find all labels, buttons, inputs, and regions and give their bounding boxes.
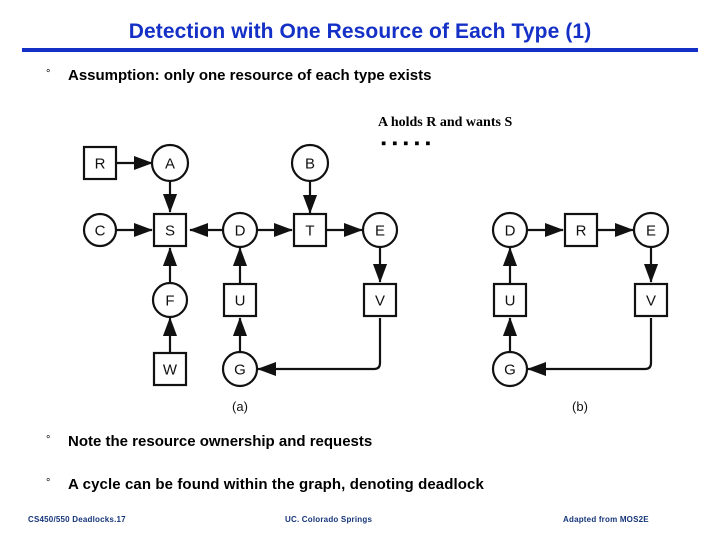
node-C-a: C [82,212,118,248]
node-label: E [646,223,656,240]
figure-caption-a: (a) [232,399,248,414]
node-T-a: T [292,212,328,248]
edge-V-to-G [527,318,653,377]
node-W-a: W [152,351,188,387]
node-G-a: G [221,350,259,388]
bullet-item-cycle-deadlock: ° A cycle can be found within the graph,… [46,476,484,494]
annotation-a-holds-r: A holds R and wants S [378,115,513,130]
node-label: G [234,362,246,379]
resource-allocation-graph-a: R A B C S D T [60,135,400,425]
node-label: D [505,223,516,240]
node-label: U [505,293,516,310]
node-R-a: R [82,145,118,181]
node-label: C [95,223,106,240]
diagram-a-svg: R A B C S D T [82,143,399,414]
bullet-text: A cycle can be found within the graph, d… [68,476,484,493]
diagram-b-edges [502,222,659,377]
node-label: F [165,293,174,310]
annotation-ellipsis: ▪ ▪ ▪ ▪ ▪ [381,136,432,152]
node-label: B [305,156,315,173]
node-label: U [235,293,246,310]
title-underline-rule [22,48,698,52]
footer-attribution-label: Adapted from MOS2E [563,515,649,524]
figure-caption-b: (b) [572,399,588,414]
edge-V-to-G [257,318,382,377]
bullet-item-assumption: ° Assumption: only one resource of each … [46,67,432,85]
node-F-a: F [151,281,189,319]
node-label: R [576,223,587,240]
bullet-text: Assumption: only one resource of each ty… [68,67,432,84]
resource-allocation-graph-b: D R E U V G (b) [460,135,700,425]
node-label: A [165,156,175,173]
node-A-a: A [150,143,190,183]
node-label: G [504,362,516,379]
node-D-a: D [221,211,259,249]
node-V-b: V [633,282,669,318]
node-S-a: S [152,212,188,248]
node-B-a: B [290,143,330,183]
node-label: W [163,362,178,379]
bullet-text: Note the resource ownership and requests [68,433,373,450]
bullet-marker-icon: ° [46,434,51,446]
bullet-marker-icon: ° [46,68,51,80]
node-D-b: D [491,211,529,249]
node-label: V [375,293,385,310]
bullet-item-note-ownership: ° Note the resource ownership and reques… [46,433,373,451]
page-title: Detection with One Resource of Each Type… [128,20,592,43]
node-U-a: U [222,282,258,318]
node-E-a: E [361,211,399,249]
node-label: T [305,223,314,240]
bullet-marker-icon: ° [46,477,51,489]
node-E-b: E [632,211,670,249]
footer-institution-label: UC. Colorado Springs [285,515,373,524]
node-label: E [375,223,385,240]
node-U-b: U [492,282,528,318]
footer-course-label: CS450/550 Deadlocks.17 [28,515,126,524]
node-label: S [165,223,175,240]
node-V-a: V [362,282,398,318]
node-label: R [95,156,106,173]
node-label: V [646,293,656,310]
diagram-a-edges [116,155,388,377]
node-G-b: G [491,350,529,388]
node-label: D [235,223,246,240]
node-R-b: R [563,212,599,248]
diagram-b-svg: D R E U V G (b) [491,211,670,414]
